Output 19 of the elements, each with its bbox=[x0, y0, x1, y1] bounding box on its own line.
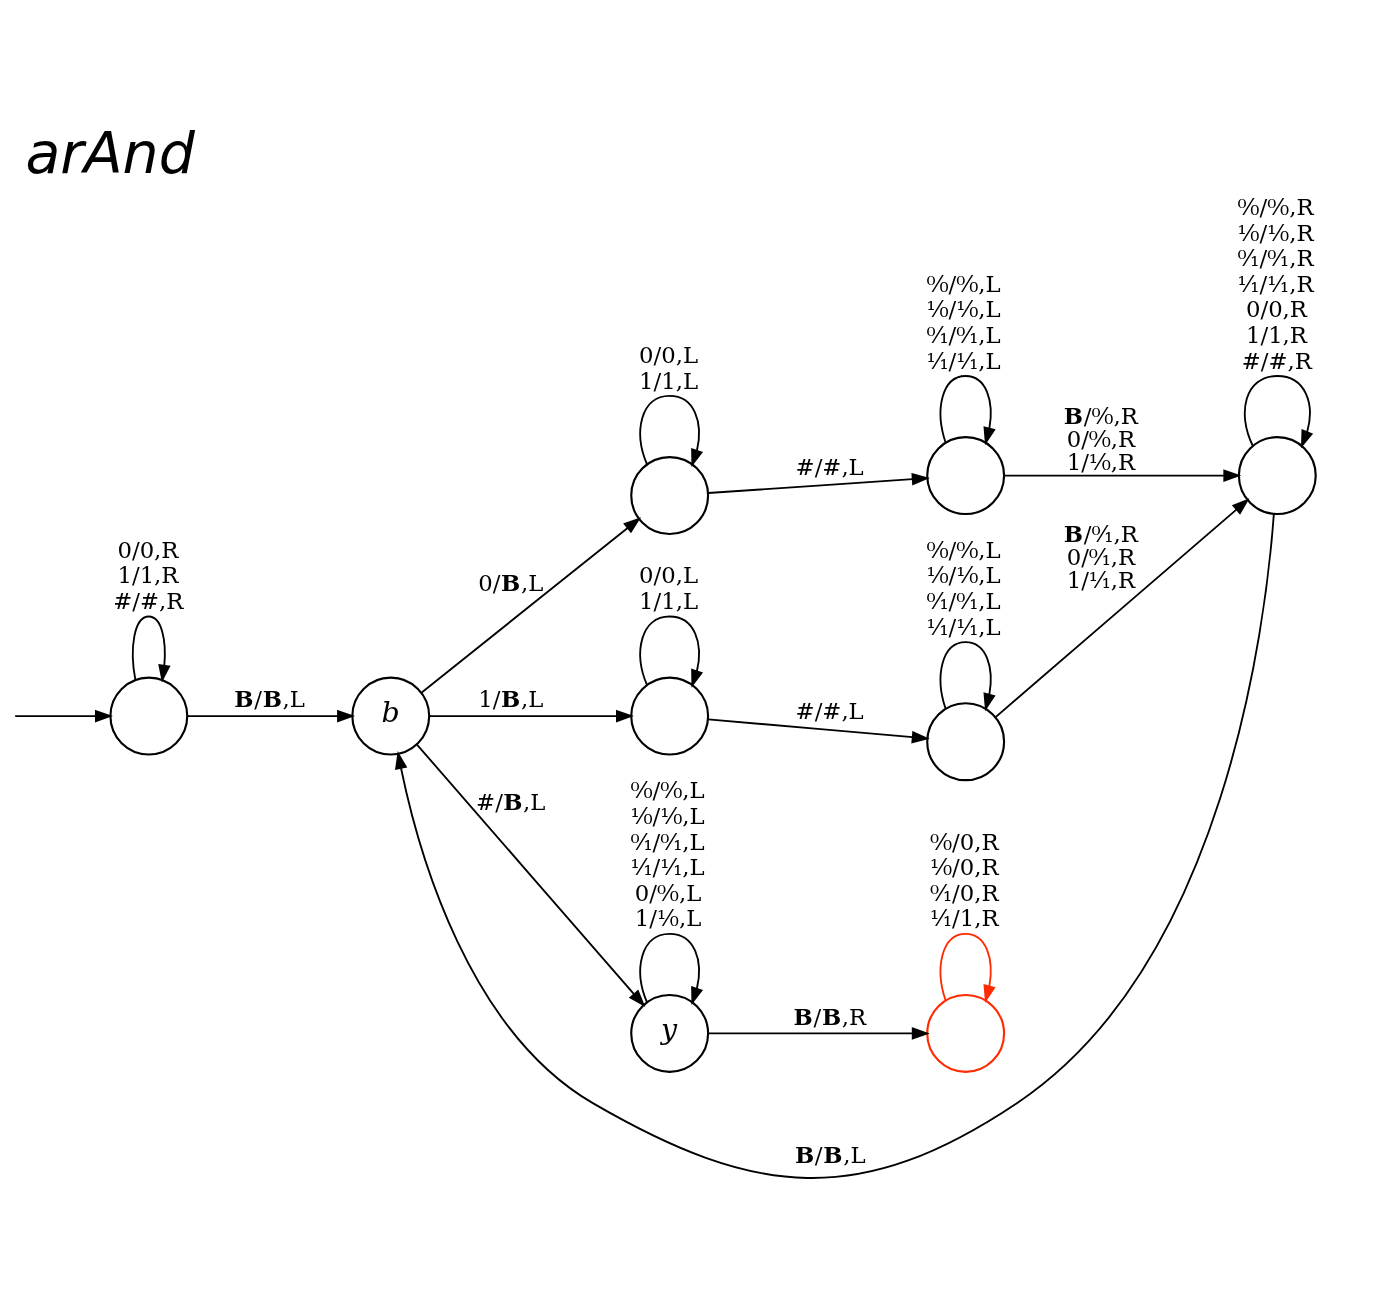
edge-label: B/⁰⁄₀,R 0/⁰⁄₀,R 1/¹⁄₀,R bbox=[1063, 403, 1138, 475]
edge-label: B/⁰⁄₁,R 0/⁰⁄₁,R 1/¹⁄₁,R bbox=[1063, 521, 1138, 593]
edge-label: ⁰⁄₀/⁰⁄₀,L ¹⁄₀/¹⁄₀,L ⁰⁄₁/⁰⁄₁,L ¹⁄₁/¹⁄₁,L bbox=[926, 536, 1001, 640]
edge-label: B/B,R bbox=[793, 1003, 867, 1030]
edge-label: #/#,L bbox=[795, 697, 864, 724]
edge-label: #/#,L bbox=[795, 454, 864, 481]
edge-label: ⁰⁄₀/⁰⁄₀,L ¹⁄₀/¹⁄₀,L ⁰⁄₁/⁰⁄₁,L ¹⁄₁/¹⁄₁,L 0/⁰⁄₀,L 1/¹⁄₀,L bbox=[630, 777, 705, 932]
edge-label: 0/B,L bbox=[478, 569, 544, 596]
edge-label: #/B,L bbox=[476, 788, 546, 815]
edge-label: 0/0,L 1/1,L bbox=[639, 341, 699, 394]
edge-label: B/B,L bbox=[794, 1141, 866, 1168]
edge-label: ⁰⁄₀/⁰⁄₀,R ¹⁄₀/¹⁄₀,R ⁰⁄₁/⁰⁄₁,R ¹⁄₁/¹⁄₁,R 0/0,R 1/1,R #/#,R bbox=[1237, 193, 1314, 374]
edge-label: ⁰⁄₀/⁰⁄₀,L ¹⁄₀/¹⁄₀,L ⁰⁄₁/⁰⁄₁,L ¹⁄₁/¹⁄₁,L bbox=[926, 270, 1001, 374]
edge-label: 0/0,L 1/1,L bbox=[639, 562, 699, 615]
edge-label: B/B,L bbox=[234, 686, 305, 713]
edge-label: 1/B,L bbox=[478, 686, 544, 713]
diagram-title: arAnd bbox=[25, 119, 195, 186]
edge-label: 0/0,R 1/1,R #/#,R bbox=[113, 536, 184, 615]
edge-label: ⁰⁄₀/0,R ¹⁄₀/0,R ⁰⁄₁/0,R ¹⁄₁/1,R bbox=[930, 828, 999, 932]
